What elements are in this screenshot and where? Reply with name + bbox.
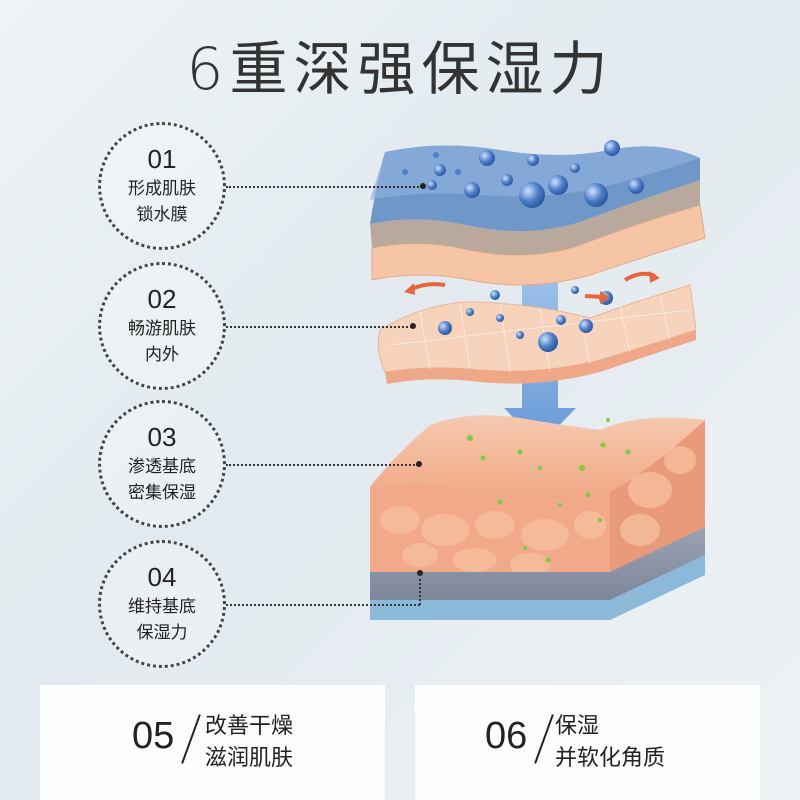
moisture-bubbles	[402, 140, 644, 208]
feature-text-line1: 形成肌肤	[128, 179, 196, 199]
panel-text-line1: 保湿	[555, 714, 600, 739]
feature-text-line2: 内外	[145, 345, 179, 365]
panel-text-line2: 滋润肌肤	[205, 746, 294, 771]
leader-dot-04	[417, 570, 423, 576]
panel-divider	[534, 714, 554, 764]
feature-text-line1: 畅游肌肤	[128, 319, 196, 339]
bottom-panel-05: 05 改善干燥 滋润肌肤	[40, 685, 385, 800]
feature-number: 03	[147, 422, 177, 452]
panel-number: 06	[485, 715, 528, 757]
panel-text-line1: 改善干燥	[205, 714, 294, 739]
leader-dot-01	[420, 183, 426, 189]
panel-text-line2: 并软化角质	[555, 746, 666, 771]
leader-dot-03	[416, 461, 422, 467]
top-skin-layers	[370, 145, 706, 286]
feature-number: 02	[147, 284, 177, 314]
leader-line-02	[226, 326, 412, 328]
panel-text: 保湿 并软化角质	[555, 711, 665, 775]
feature-text-line2: 密集保湿	[128, 483, 196, 503]
leader-line-03	[226, 464, 418, 466]
leader-dot-02	[410, 323, 416, 329]
feature-circle-04: 04 维持基底 保湿力	[98, 540, 226, 668]
middle-skin-layer	[377, 271, 697, 384]
feature-text-line1: 渗透基底	[128, 457, 196, 477]
down-arrow-icon	[504, 260, 576, 445]
leader-line-04	[226, 604, 420, 606]
feature-number: 01	[147, 144, 177, 174]
feature-text-line2: 锁水膜	[136, 205, 188, 225]
panel-divider	[181, 714, 201, 764]
panel-number: 05	[132, 715, 175, 757]
feature-circle-02: 02 畅游肌肤 内外	[98, 262, 226, 390]
feature-circle-03: 03 渗透基底 密集保湿	[98, 400, 226, 528]
leader-vertical-04	[419, 574, 421, 605]
page-title: 6重深强保湿力	[186, 35, 614, 103]
feature-text-line1: 维持基底	[128, 597, 196, 617]
leader-line-01	[226, 186, 422, 188]
feature-number: 04	[147, 562, 177, 592]
feature-text-line2: 保湿力	[136, 623, 188, 643]
panel-text: 改善干燥 滋润肌肤	[205, 711, 293, 775]
feature-circle-01: 01 形成肌肤 锁水膜	[98, 122, 226, 250]
bottom-panel-06: 06 保湿 并软化角质	[415, 685, 760, 800]
